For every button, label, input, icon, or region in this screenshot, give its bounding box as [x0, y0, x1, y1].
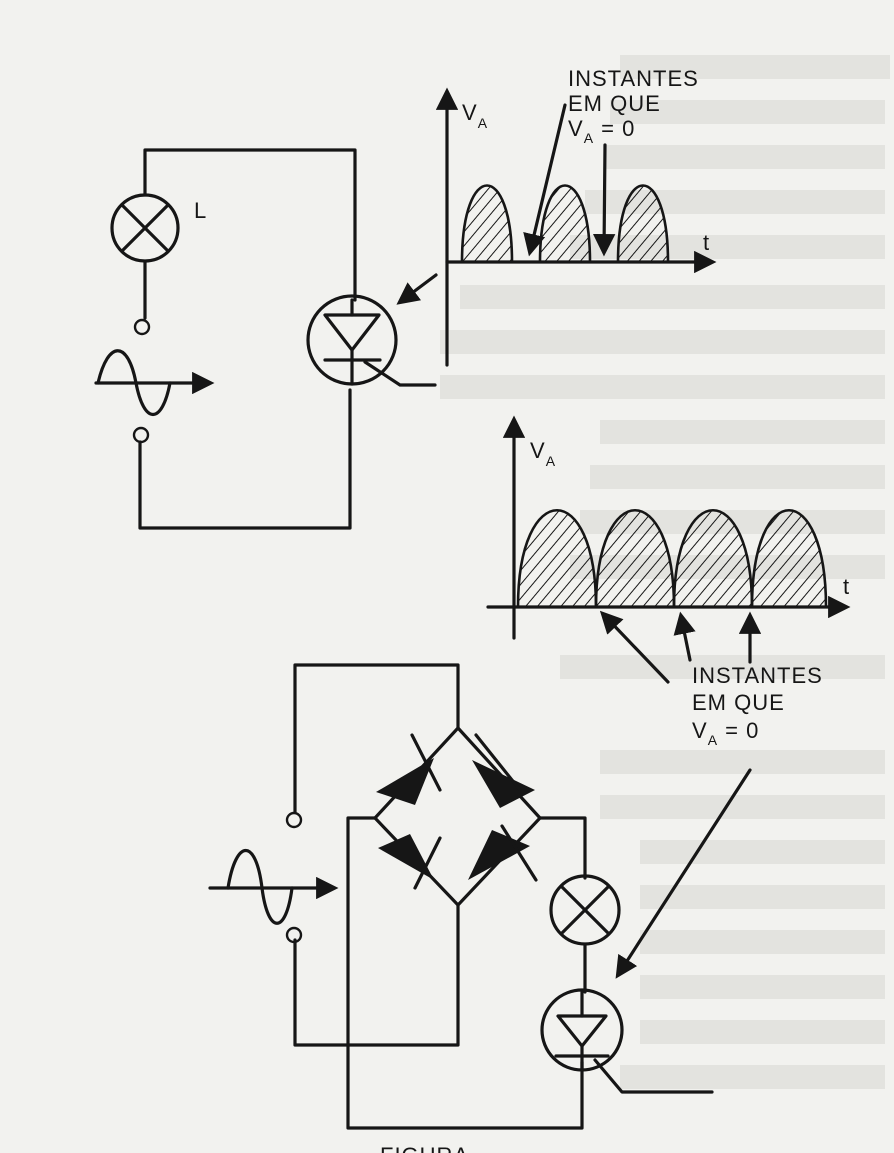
graph-bottom-note-line3: VA = 0 — [692, 718, 759, 748]
graph-top-x-label: t — [703, 230, 710, 255]
graph-bottom-pulse-4 — [750, 509, 828, 609]
lamp-icon — [110, 193, 180, 263]
graph-bottom-note-line2: EM QUE — [692, 690, 785, 715]
graph-top-y-label: VA — [462, 100, 488, 131]
terminal-upper-bridge — [285, 811, 303, 829]
wire-bottom-loop — [138, 388, 352, 530]
graph-top-note-line3: VA = 0 — [568, 116, 635, 146]
graph-top: VA t INSTANTES EM QUE VA = 0 — [435, 66, 717, 367]
terminal-lower — [132, 426, 150, 444]
diode-icon-2 — [472, 733, 535, 808]
diode-icon-1 — [376, 733, 442, 805]
wire-top-loop — [143, 148, 357, 302]
wire-source-to-bridge-top — [293, 663, 460, 814]
arrow-to-scr-bridge — [615, 768, 752, 979]
arrow-to-scr-top — [396, 273, 438, 305]
graph-top-note-arrow-1 — [523, 103, 567, 257]
graph-top-note-line1: INSTANTES — [568, 66, 699, 91]
terminal-upper — [133, 318, 151, 336]
scr-icon-bridge — [540, 988, 714, 1094]
wire-source-to-bridge-bottom — [293, 903, 460, 1047]
bridge-frame — [373, 726, 542, 907]
graph-top-pulse-1 — [460, 184, 514, 264]
scr-icon — [306, 294, 437, 387]
scr-gate-lead — [363, 360, 437, 387]
top-circuit: L — [94, 148, 438, 530]
figure-caption: FIGURA — [380, 1143, 469, 1153]
graph-top-note-line2: EM QUE — [568, 91, 661, 116]
graph-top-note-arrow-2 — [592, 143, 616, 257]
graph-bottom-note-arrow-1 — [599, 610, 670, 684]
bottom-circuit — [208, 663, 752, 1130]
lamp-icon-bridge — [549, 874, 621, 946]
ac-source-icon — [94, 349, 215, 416]
graph-bottom-pulse-2 — [594, 509, 676, 609]
graph-top-pulse-3 — [616, 184, 670, 264]
diode-icon-4 — [468, 824, 538, 882]
graph-bottom: VA t INSTANTES EM QUE VA = 0 — [486, 415, 851, 748]
diode-icon-3 — [378, 834, 442, 890]
scr-gate-lead-bridge — [593, 1058, 714, 1094]
ac-source-icon-bridge — [208, 849, 339, 925]
graph-bottom-pulse-3 — [672, 509, 754, 609]
wire-bridge-right-to-lamp — [538, 816, 587, 880]
graph-bottom-note-line1: INSTANTES — [692, 663, 823, 688]
graph-bottom-pulse-1 — [516, 509, 598, 609]
wire-bridge-left-loop — [346, 816, 584, 1130]
terminal-lower-bridge — [285, 926, 303, 944]
graph-bottom-x-label: t — [843, 574, 850, 599]
lamp-label: L — [194, 198, 207, 223]
graph-bottom-y-label: VA — [530, 438, 556, 469]
graph-top-pulse-2 — [538, 184, 592, 264]
graph-bottom-note-arrow-2 — [673, 611, 696, 662]
